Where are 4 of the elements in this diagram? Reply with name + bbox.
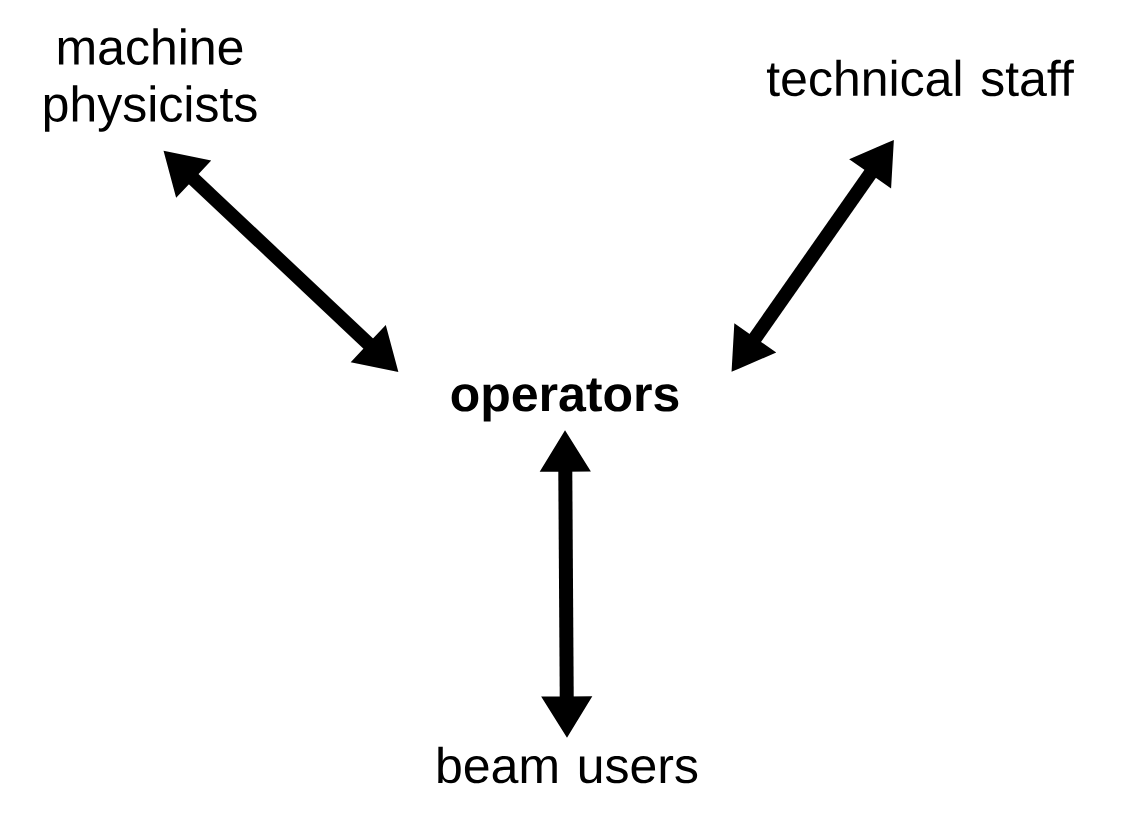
label-text: technical staff [766, 59, 1074, 97]
label-text: operators [451, 378, 679, 422]
label-text: beam users [438, 746, 698, 784]
label-text: machine physicists [44, 28, 257, 132]
